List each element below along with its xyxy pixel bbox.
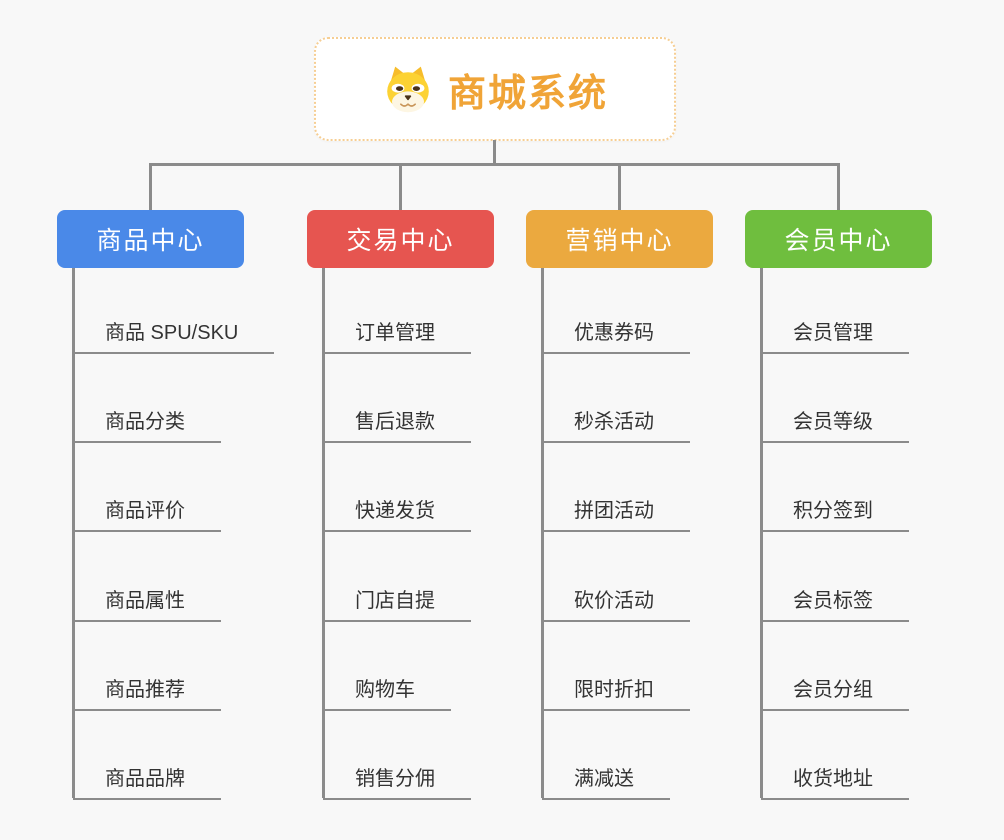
leaf-node[interactable]: 会员管理	[761, 320, 909, 354]
connector-drop-member	[837, 163, 840, 210]
leaf-node[interactable]: 快递发货	[323, 498, 471, 532]
leaf-node[interactable]: 满减送	[542, 766, 670, 800]
leaf-node[interactable]: 积分签到	[761, 498, 909, 532]
leaf-node[interactable]: 售后退款	[323, 409, 471, 443]
branch-trunk-line	[322, 268, 325, 798]
root-node-mall-system[interactable]: 商城系统	[314, 37, 676, 141]
branch-trunk-line	[760, 268, 763, 798]
branch-trunk-line	[72, 268, 75, 798]
leaf-node[interactable]: 会员标签	[761, 588, 909, 622]
branch-trade-center: 交易中心 订单管理 售后退款 快递发货 门店自提 购物车 销售分佣	[307, 210, 494, 800]
leaf-node[interactable]: 秒杀活动	[542, 409, 690, 443]
leaf-node[interactable]: 商品分类	[73, 409, 221, 443]
leaf-node[interactable]: 订单管理	[323, 320, 471, 354]
branch-trunk-line	[541, 268, 544, 798]
leaf-node[interactable]: 商品推荐	[73, 677, 221, 711]
leaf-node[interactable]: 商品品牌	[73, 766, 221, 800]
branch-header-trade-center[interactable]: 交易中心	[307, 210, 494, 268]
leaf-node[interactable]: 会员等级	[761, 409, 909, 443]
shiba-dog-icon	[387, 66, 429, 113]
leaf-node[interactable]: 销售分佣	[323, 766, 471, 800]
leaf-node[interactable]: 限时折扣	[542, 677, 690, 711]
branch-header-member-center[interactable]: 会员中心	[745, 210, 932, 268]
leaf-node[interactable]: 商品评价	[73, 498, 221, 532]
leaf-node[interactable]: 门店自提	[323, 588, 471, 622]
branch-product-center: 商品中心 商品 SPU/SKU 商品分类 商品评价 商品属性 商品推荐 商品品牌	[57, 210, 275, 800]
leaf-node[interactable]: 收货地址	[761, 766, 909, 800]
leaf-node[interactable]: 商品 SPU/SKU	[73, 320, 275, 354]
leaf-node[interactable]: 拼团活动	[542, 498, 690, 532]
connector-drop-marketing	[618, 163, 621, 210]
connector-drop-trade	[399, 163, 402, 210]
branch-header-marketing-center[interactable]: 营销中心	[526, 210, 713, 268]
leaf-node[interactable]: 优惠券码	[542, 320, 690, 354]
connector-root-stub	[493, 140, 496, 164]
leaf-node[interactable]: 会员分组	[761, 677, 909, 711]
connector-horizontal-rail	[149, 163, 840, 166]
branch-marketing-center: 营销中心 优惠券码 秒杀活动 拼团活动 砍价活动 限时折扣 满减送	[526, 210, 713, 800]
branch-header-product-center[interactable]: 商品中心	[57, 210, 244, 268]
root-title: 商城系统	[447, 72, 608, 115]
leaf-node[interactable]: 砍价活动	[542, 588, 690, 622]
leaf-node[interactable]: 购物车	[323, 677, 451, 711]
leaf-node[interactable]: 商品属性	[73, 588, 221, 622]
connector-drop-product	[149, 163, 152, 210]
branch-member-center: 会员中心 会员管理 会员等级 积分签到 会员标签 会员分组 收货地址	[745, 210, 932, 800]
